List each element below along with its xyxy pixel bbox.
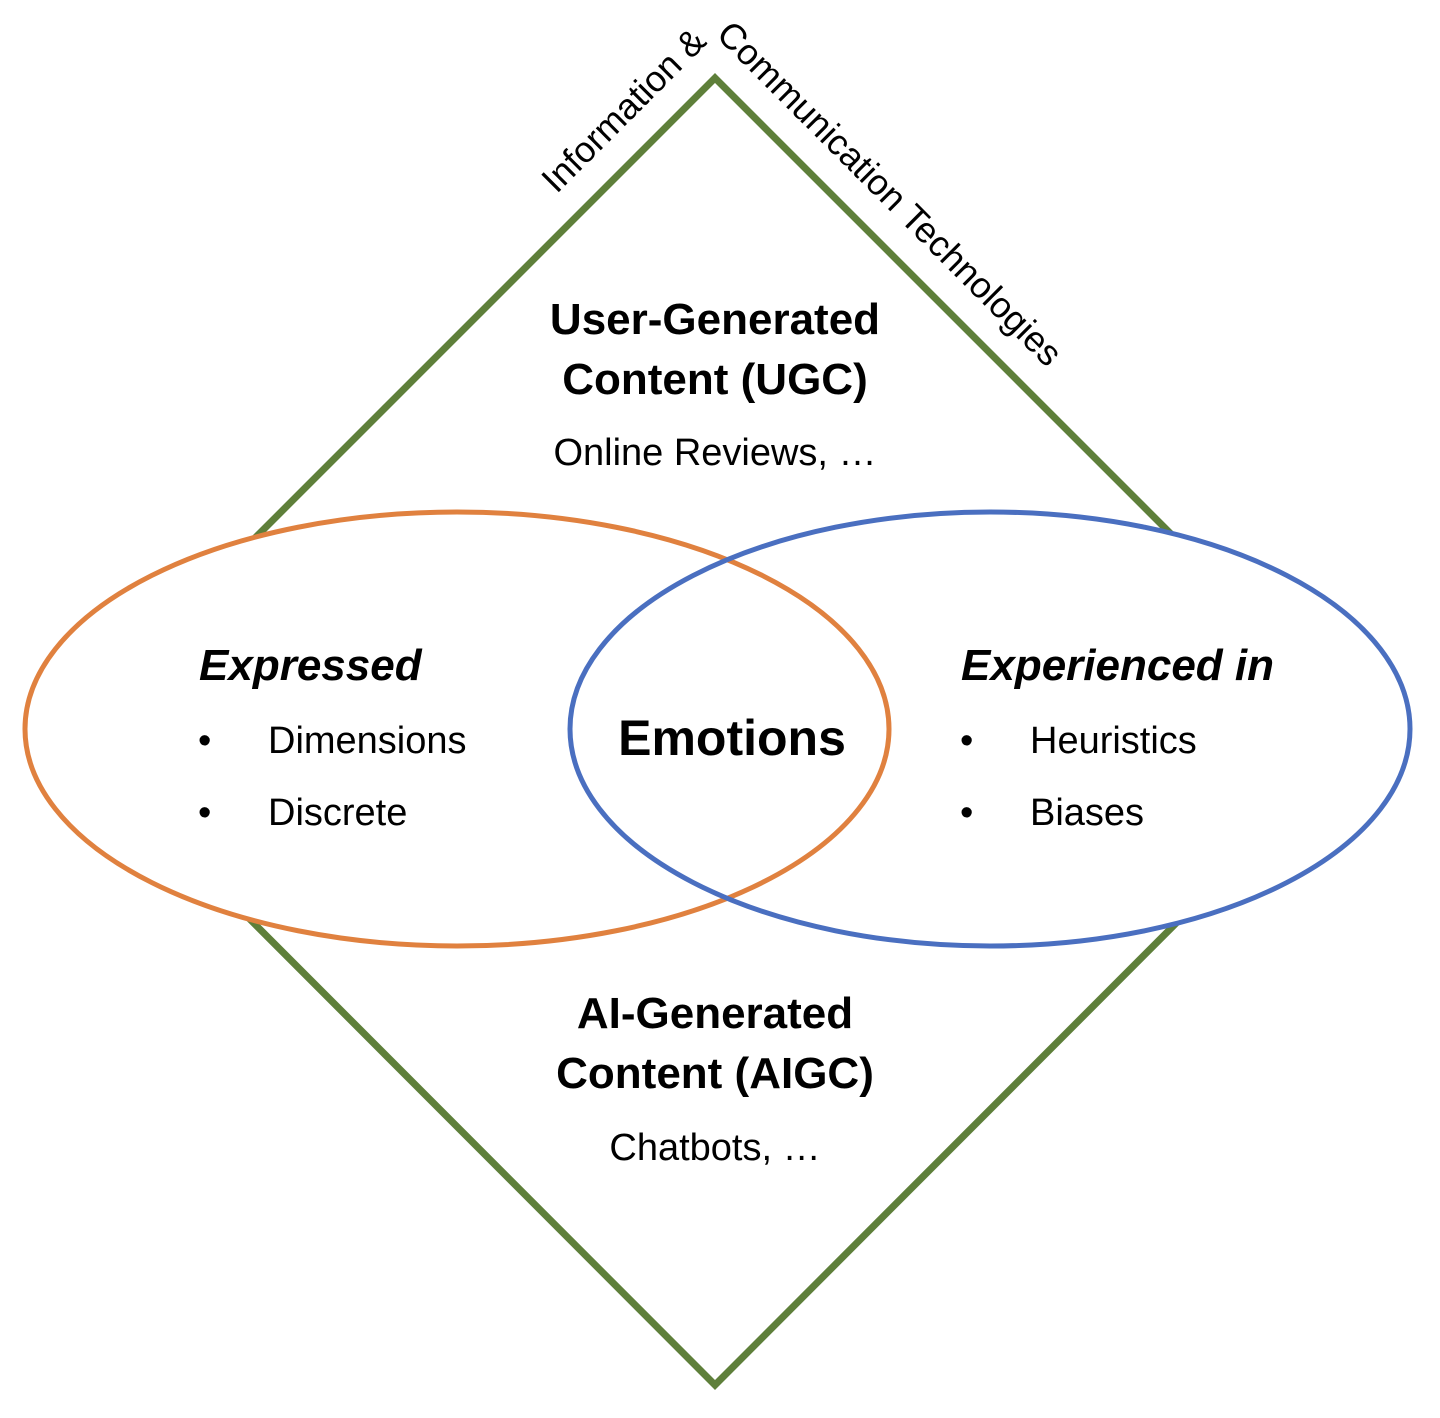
experienced-item-biases: Biases	[1030, 792, 1144, 834]
expressed-bullet-2: •	[198, 792, 211, 834]
aigc-title-line1: AI-Generated	[577, 989, 853, 1038]
ugc-example: Online Reviews, …	[553, 432, 876, 474]
aigc-title-line2: Content (AIGC)	[556, 1049, 874, 1098]
ugc-title-line2: Content (UGC)	[562, 355, 868, 404]
emotions-center-label: Emotions	[618, 710, 846, 766]
experienced-ellipse	[567, 509, 1413, 949]
expressed-item-discrete: Discrete	[268, 792, 407, 834]
expressed-heading: Expressed	[199, 641, 423, 690]
ugc-title-line1: User-Generated	[550, 295, 880, 344]
experienced-bullet-1: •	[960, 720, 973, 762]
expressed-ellipse	[22, 509, 892, 949]
experienced-ellipse-fill	[570, 512, 1410, 946]
experienced-bullet-2: •	[960, 792, 973, 834]
experienced-item-heuristics: Heuristics	[1030, 720, 1197, 762]
expressed-bullet-1: •	[198, 720, 211, 762]
experienced-heading: Experienced in	[961, 641, 1274, 690]
aigc-example: Chatbots, …	[609, 1127, 820, 1169]
expressed-item-dimensions: Dimensions	[268, 720, 467, 762]
